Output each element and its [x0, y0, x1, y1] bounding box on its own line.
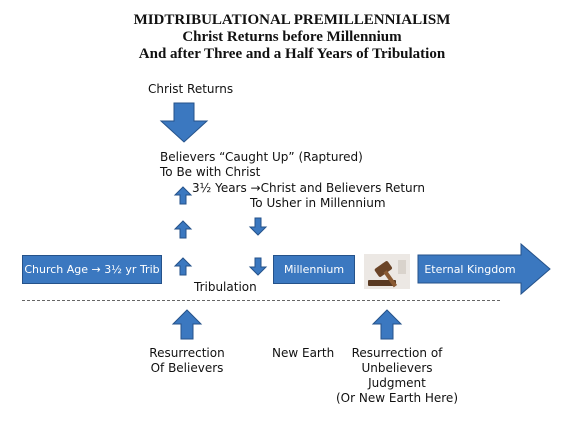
caught-up-label-1: Believers “Caught Up” (Raptured) [160, 150, 363, 164]
resurrection-believers-label-1: Resurrection [149, 346, 225, 360]
eternal-kingdom-arrow [417, 242, 551, 296]
christ-returns-arrow [159, 102, 209, 143]
new-earth-here-label: (Or New Earth Here) [336, 391, 458, 405]
up-arrow-middle [173, 220, 193, 239]
church-age-box: Church Age → 3½ yr Trib [22, 255, 162, 284]
down-arrow-lower [248, 257, 268, 276]
diagram-title: MIDTRIBULATIONAL PREMILLENNIALISM [133, 12, 451, 28]
resurrection-unbelievers-arrow [371, 309, 403, 340]
judgment-label: Judgment [368, 376, 426, 390]
diagram-subtitle-2: And after Three and a Half Years of Trib… [138, 46, 446, 62]
up-arrow-bottom [173, 257, 193, 276]
tribulation-label: Tribulation [194, 280, 257, 294]
millennium-label: Millennium [283, 263, 345, 276]
diagram-subtitle-1: Christ Returns before Millennium [182, 29, 402, 45]
christ-returns-label: Christ Returns [148, 82, 234, 96]
up-arrow-top [173, 186, 193, 205]
resurrection-believers-label-2: Of Believers [150, 361, 224, 375]
timeline-divider [22, 300, 500, 301]
resurrection-unbelievers-label-2: Unbelievers [361, 361, 433, 375]
gavel-icon [364, 254, 410, 289]
down-arrow-upper [248, 217, 268, 236]
millennium-box: Millennium [273, 255, 355, 284]
church-age-label: Church Age → 3½ yr Trib [24, 263, 160, 276]
resurrection-believers-arrow [171, 309, 203, 340]
caught-up-label-2: To Be with Christ [160, 165, 261, 179]
new-earth-label: New Earth [272, 346, 335, 360]
return-label-2: To Usher in Millennium [250, 196, 386, 210]
return-label-1: 3½ Years →Christ and Believers Return [192, 181, 425, 195]
eternal-kingdom-label: Eternal Kingdom [424, 263, 516, 276]
resurrection-unbelievers-label-1: Resurrection of [351, 346, 443, 360]
